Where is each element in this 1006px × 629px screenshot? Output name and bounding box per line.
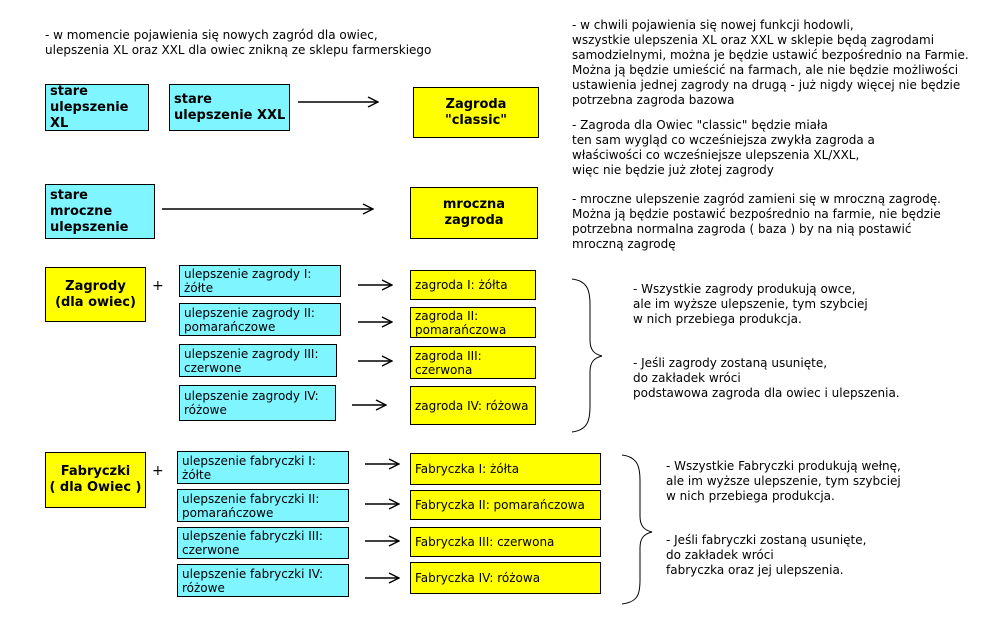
box-pens-head: Zagrody (dla owiec) [45, 267, 146, 322]
note-classic-b: - Zagroda dla Owiec "classic" będzie mia… [572, 118, 875, 177]
box-pen-result-1: zagroda I: żółta [410, 270, 536, 300]
box-classic-pen: Zagroda "classic" [413, 87, 539, 138]
box-factory-result-4: Fabryczka IV: różowa [410, 562, 601, 594]
brace-zagrody [571, 278, 603, 433]
box-old-dark-upgrade: stare mroczne ulepszenie [45, 184, 155, 239]
note-top-left: - w momencie pojawienia się nowych zagró… [45, 28, 432, 57]
box-factory-upgrade-3: ulepszenie fabryczki III: czerwone [177, 527, 349, 559]
box-pen-result-2: zagroda II: pomarańczowa [410, 307, 536, 338]
note-pens-b: - Jeśli zagrody zostaną usunięte, do zak… [633, 356, 900, 400]
box-pen-upgrade-3: ulepszenie zagrody III: czerwone [179, 344, 337, 377]
plus-pens: + [152, 278, 164, 294]
box-old-upgrade-xl: stare ulepszenie XL [45, 84, 149, 131]
box-pen-upgrade-1: ulepszenie zagrody I: żółte [179, 265, 341, 297]
box-pen-result-3: zagroda III: czerwona [410, 346, 536, 379]
box-factory-result-3: Fabryczka III: czerwona [410, 527, 601, 557]
note-dark-pen: - mroczne ulepszenie zagród zamieni się … [572, 192, 941, 251]
box-dark-pen: mroczna zagroda [410, 187, 538, 239]
note-factories-b: - Jeśli fabryczki zostaną usunięte, do z… [666, 533, 867, 577]
box-factory-upgrade-4: ulepszenie fabryczki IV: różowe [177, 564, 349, 597]
box-factory-result-1: Fabryczka I: żółta [410, 453, 601, 485]
plus-factories: + [152, 463, 164, 479]
box-factory-upgrade-2: ulepszenie fabryczki II: pomarańczowe [177, 489, 349, 522]
note-classic-a: - w chwili pojawienia się nowej funkcji … [572, 18, 969, 107]
box-pen-upgrade-4: ulepszenie zagrody IV: różowe [179, 385, 336, 421]
box-old-upgrade-xxl: stare ulepszenie XXL [169, 84, 290, 131]
brace-fabryczki [621, 454, 653, 605]
note-factories-a: - Wszystkie Fabryczki produkują wełnę, a… [666, 459, 901, 503]
box-factories-head: Fabryczki ( dla Owiec ) [45, 452, 146, 508]
box-pen-upgrade-2: ulepszenie zagrody II: pomarańczowe [179, 303, 341, 336]
box-factory-upgrade-1: ulepszenie fabryczki I: żółte [177, 451, 349, 484]
note-pens-a: - Wszystkie zagrody produkują owce, ale … [633, 282, 868, 326]
box-factory-result-2: Fabryczka II: pomarańczowa [410, 490, 601, 520]
box-pen-result-4: zagroda IV: różowa [410, 386, 536, 425]
